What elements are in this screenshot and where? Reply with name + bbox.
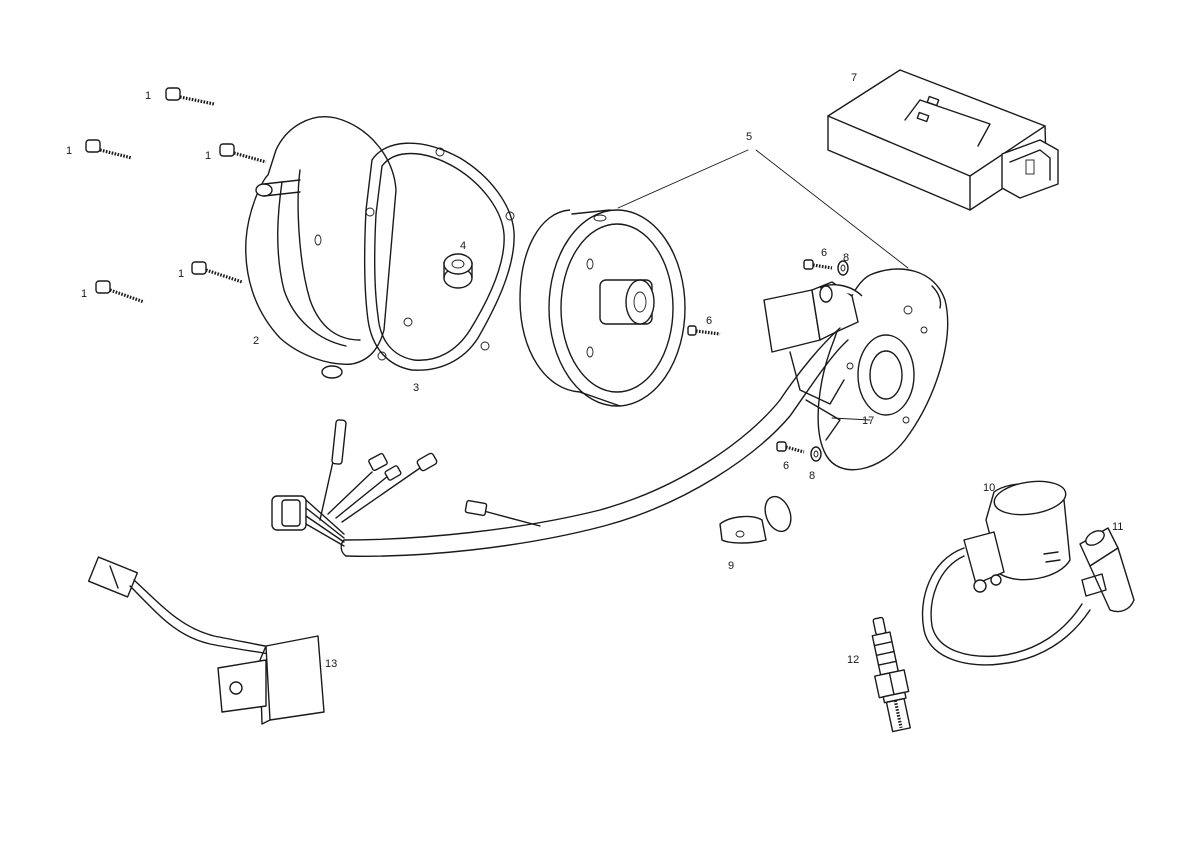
bolt-1-bottom [95, 280, 145, 304]
callout-8: 8 [809, 470, 815, 482]
callout-12: 12 [847, 654, 859, 666]
callout-3: 3 [413, 382, 419, 394]
screw-6-rotor [687, 325, 721, 336]
cover-gasket [364, 142, 515, 371]
bolt-1-left [85, 139, 133, 160]
callout-11: 11 [1112, 521, 1123, 533]
screw-6-lower [776, 441, 805, 454]
bolt-1-lower-mid [191, 261, 243, 284]
ignition-coil [921, 480, 1091, 666]
callout-6: 6 [706, 315, 712, 327]
flywheel-cover [245, 116, 397, 379]
screw-6-upper [803, 259, 833, 270]
callout-6: 6 [783, 460, 789, 472]
washer-8-upper [837, 260, 849, 276]
callout-7: 7 [851, 72, 857, 84]
voltage-regulator [87, 556, 325, 725]
spark-plug [871, 616, 911, 733]
callout-9: 9 [728, 560, 734, 572]
callout-1: 1 [145, 90, 151, 102]
washer-8-lower [810, 446, 822, 462]
bolt-1-middle [219, 143, 267, 164]
callout-10: 10 [983, 482, 995, 494]
callout-6: 6 [821, 247, 827, 259]
stator-coil [763, 281, 863, 441]
callout-5: 5 [746, 131, 752, 143]
flywheel-rotor [519, 209, 686, 407]
spark-plug-cap [1079, 527, 1135, 613]
bushing [443, 253, 473, 289]
cdi-unit [827, 69, 1059, 211]
callout-1: 1 [178, 268, 184, 280]
bolt-1-top [165, 87, 215, 106]
key-9 [719, 495, 792, 544]
callout-labels: 1 1 1 1 1 2 3 4 5 6 6 6 7 8 8 9 10 11 12… [66, 72, 1123, 670]
callout-4: 4 [460, 240, 466, 252]
callout-1: 1 [81, 288, 87, 300]
callout-17: 17 [862, 415, 874, 427]
wiring-harness [271, 327, 849, 557]
callout-1: 1 [205, 150, 211, 162]
callout-1: 1 [66, 145, 72, 157]
callout-13: 13 [325, 658, 337, 670]
callout-8: 8 [843, 252, 849, 264]
leader-lines [617, 149, 909, 421]
callout-2: 2 [253, 335, 259, 347]
